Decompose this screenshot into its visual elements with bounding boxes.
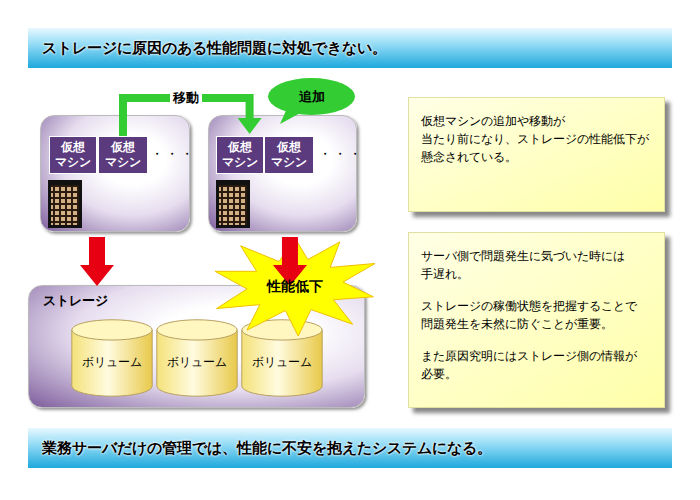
node-text: 仮想 マシン <box>50 140 96 170</box>
title-band: ストレージに原因のある性能問題に対処できない。 <box>28 28 672 68</box>
note-box: 仮想マシンの追加や移動が 当たり前になり、ストレージの性能低下が 懸念されている… <box>408 97 665 212</box>
node-text: ストレージ <box>43 292 108 310</box>
node-text: ボリューム <box>252 354 312 371</box>
node-text: ストレージの稼働状態を把握することで 問題発生を未然に防ぐことが重要。 <box>421 297 652 333</box>
node-text: 仮想マシンの追加や移動が 当たり前になり、ストレージの性能低下が 懸念されている… <box>421 112 652 166</box>
load-arrow <box>273 237 307 286</box>
volume-cylinder: ボリューム <box>156 319 238 397</box>
volume-cylinder: ボリューム <box>71 319 153 397</box>
edge-label: 移動 <box>170 89 202 107</box>
server-rack <box>216 180 250 228</box>
vm-box: 仮想 マシン <box>49 136 97 174</box>
vm-box: 仮想 マシン <box>264 136 314 174</box>
node-text: ボリューム <box>82 354 142 371</box>
callout-bubble: 追加 <box>268 78 355 115</box>
node-text: また原因究明にはストレージ側の情報が 必要。 <box>421 347 652 383</box>
node-text: 性能低下 <box>267 278 323 296</box>
node-text: 仮想 マシン <box>265 140 313 170</box>
node-text: 仮想 マシン <box>217 140 263 170</box>
server-rack <box>48 180 82 228</box>
vm-box: 仮想 マシン <box>216 136 264 174</box>
note-box: サーバ側で問題発生に気づいた時には 手遅れ。ストレージの稼働状態を把握することで… <box>408 232 665 408</box>
ellipsis-text: ・・・ <box>319 146 364 163</box>
vm-box: 仮想 マシン <box>98 136 148 174</box>
caption-text: 業務サーバだけの管理では、性能に不安を抱えたシステムになる。 <box>28 439 492 458</box>
ellipsis-text: ・・・ <box>151 146 196 163</box>
caption-band: 業務サーバだけの管理では、性能に不安を抱えたシステムになる。 <box>28 428 672 468</box>
node-text: 追加 <box>299 88 325 106</box>
node-text: ボリューム <box>167 354 227 371</box>
volume-cylinder: ボリューム <box>241 319 323 397</box>
node-text: 仮想 マシン <box>99 140 147 170</box>
title-text: ストレージに原因のある性能問題に対処できない。 <box>28 39 387 58</box>
node-text: サーバ側で問題発生に気づいた時には 手遅れ。 <box>421 247 652 283</box>
load-arrow <box>80 237 114 286</box>
